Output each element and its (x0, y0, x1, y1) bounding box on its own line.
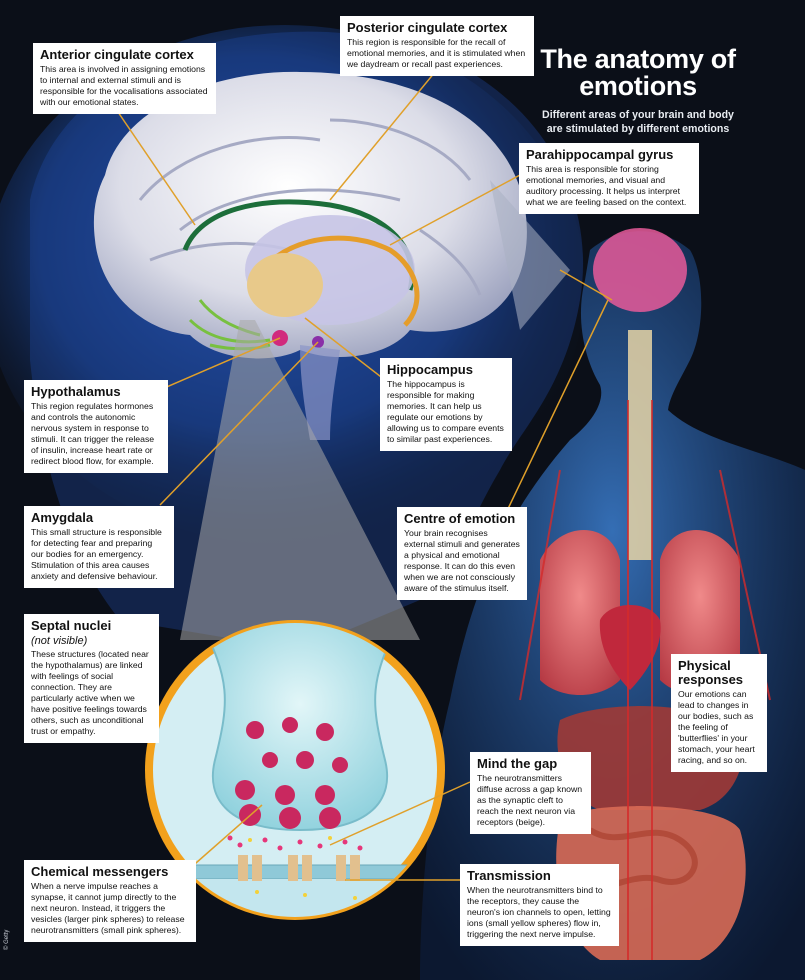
label-heading: Physical responses (678, 658, 744, 687)
brain-folds (138, 118, 482, 296)
label-text: Our emotions can lead to changes in our … (678, 689, 755, 765)
page-subtitle: Different areas of your brain and body a… (542, 109, 734, 135)
label-text: This region is responsible for the recal… (347, 37, 526, 69)
left-lung (540, 530, 620, 695)
label-heading: Hypothalamus (31, 384, 121, 399)
thalamus (247, 253, 323, 317)
presynaptic-terminal (198, 623, 402, 832)
right-lung (660, 530, 740, 695)
label-heading: Centre of emotion (404, 511, 516, 526)
label-text: This area is involved in assigning emoti… (40, 64, 208, 107)
label-anterior-cingulate-cortex: Anterior cingulate cortex This area is i… (33, 43, 216, 114)
label-amygdala: Amygdala This small structure is respons… (24, 506, 174, 588)
label-centre-of-emotion: Centre of emotion Your brain recognises … (397, 507, 527, 600)
label-heading: Mind the gap (477, 756, 558, 771)
label-hippocampus: Hippocampus The hippocampus is responsib… (380, 358, 512, 451)
label-posterior-cingulate-cortex: Posterior cingulate cortex This region i… (340, 16, 534, 76)
label-text: When a nerve impulse reaches a synapse, … (31, 881, 185, 935)
ions (248, 836, 357, 900)
label-chemical-messengers: Chemical messengers When a nerve impulse… (24, 860, 196, 942)
label-hypothalamus: Hypothalamus This region regulates hormo… (24, 380, 168, 473)
label-heading: Posterior cingulate cortex (347, 20, 508, 35)
label-septal-nuclei: Septal nuclei (not visible) These struct… (24, 614, 159, 743)
label-heading: Chemical messengers (31, 864, 169, 879)
label-heading: Hippocampus (387, 362, 473, 377)
receptors (238, 855, 360, 881)
zoom-wedge-head (490, 180, 570, 330)
label-text: This region regulates hormones and contr… (31, 401, 155, 466)
label-heading: Amygdala (31, 510, 94, 525)
label-text: The hippocampus is responsible for makin… (387, 379, 504, 444)
page-title: The anatomy of emotions (540, 44, 736, 101)
label-heading: Transmission (467, 868, 551, 883)
neurotransmitters (227, 835, 363, 851)
title-block: The anatomy of emotions Different areas … (538, 46, 738, 136)
label-parahippocampal-gyrus: Parahippocampal gyrus This area is respo… (519, 143, 699, 214)
brainstem (300, 345, 340, 440)
image-credit: © Getty (4, 929, 10, 950)
label-heading: Septal nuclei (31, 618, 112, 633)
label-heading: Parahippocampal gyrus (526, 147, 674, 162)
label-text: When the neurotransmitters bind to the r… (467, 885, 611, 939)
label-text: This area is responsible for storing emo… (526, 164, 687, 207)
zoom-wedge-synapse (180, 320, 420, 640)
label-mind-the-gap: Mind the gap The neurotransmitters diffu… (470, 752, 591, 834)
label-text: This small structure is responsible for … (31, 527, 162, 581)
spine (628, 330, 652, 560)
heart (599, 605, 661, 690)
label-text: The neurotransmitters diffuse across a g… (477, 773, 583, 827)
label-text: These structures (located near the hypot… (31, 649, 149, 736)
label-physical-responses: Physical responses Our emotions can lead… (671, 654, 767, 772)
label-subheading: (not visible) (31, 635, 88, 647)
body-brain (593, 228, 687, 312)
leader-lines (117, 71, 613, 881)
label-transmission: Transmission When the neurotransmitters … (460, 864, 619, 946)
label-text: Your brain recognises external stimuli a… (404, 528, 520, 593)
label-heading: Anterior cingulate cortex (40, 47, 194, 62)
blood-vessels (519, 400, 771, 960)
